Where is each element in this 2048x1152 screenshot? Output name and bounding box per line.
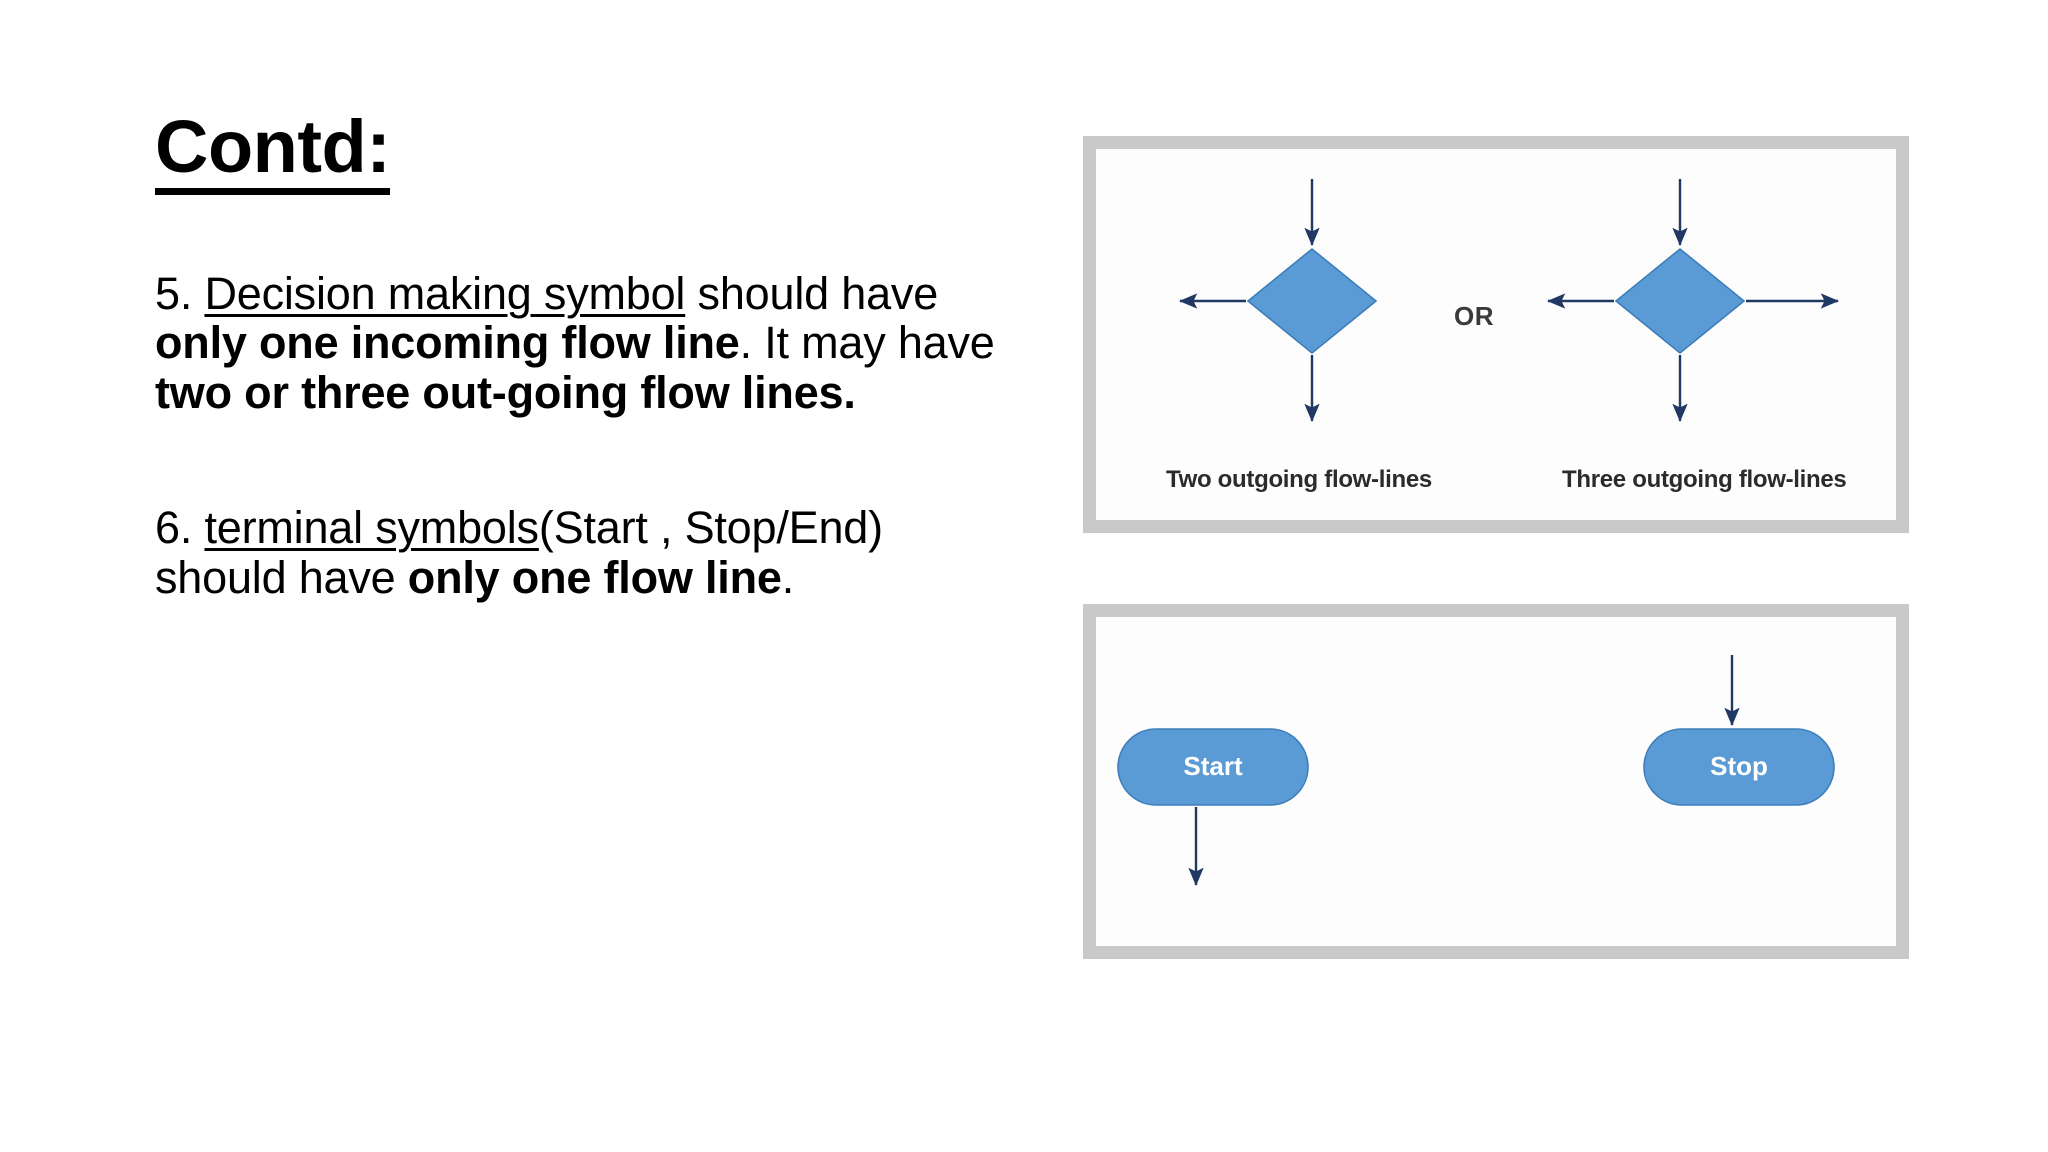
stop-terminal-example: Stop	[1643, 655, 1835, 806]
stop-terminal-label: Stop	[1710, 751, 1768, 781]
list-item-6: 6. terminal symbols(Start , Stop/End) sh…	[155, 503, 1025, 602]
caption-three-outgoing: Three outgoing flow-lines	[1562, 466, 1847, 493]
terminal-figure-inner: Start Stop	[1096, 617, 1896, 946]
item-5-number: 5.	[155, 267, 193, 319]
page-title-text: Contd:	[155, 108, 391, 195]
item-6-text-after-term: (Start , Stop/End) should have	[155, 502, 883, 603]
item-5-text-mid: . It may have	[739, 317, 995, 369]
page-title: Contd:	[155, 108, 391, 195]
decision-figure-inner: OR Two outgoing flow-lines Three outgoin…	[1096, 149, 1896, 520]
item-5-text-after-term: should have	[685, 267, 939, 319]
item-5-underlined-term: Decision making symbol	[204, 267, 686, 319]
start-terminal-example: Start	[1117, 728, 1309, 886]
item-6-number: 6.	[155, 502, 193, 554]
decision-symbol-diagram	[1179, 179, 1839, 422]
item-6-text-mid: .	[781, 551, 795, 603]
stop-terminal-shape	[1643, 728, 1835, 806]
start-terminal-shape	[1117, 728, 1309, 806]
caption-two-outgoing: Two outgoing flow-lines	[1166, 466, 1432, 493]
decision-left-example	[1179, 179, 1378, 422]
text-column: Contd: 5. Decision making symbol should …	[155, 108, 1025, 602]
list-item-5: 5. Decision making symbol should have on…	[155, 267, 1025, 418]
terminal-symbol-diagram: Start Stop	[1117, 655, 1835, 886]
decision-diamond-left	[1246, 247, 1378, 355]
decision-symbol-figure-panel: OR Two outgoing flow-lines Three outgoin…	[1083, 136, 1909, 533]
item-5-bold-2: two or three out-going flow lines.	[155, 366, 856, 418]
item-6-bold-1: only one flow line	[407, 551, 782, 603]
decision-diamond-right	[1614, 247, 1746, 355]
item-6-underlined-term: terminal symbols	[204, 502, 539, 554]
item-5-bold-1: only one incoming flow line	[155, 317, 740, 369]
or-label: OR	[1454, 301, 1494, 331]
start-terminal-label: Start	[1183, 751, 1243, 781]
terminal-symbol-figure-panel: Start Stop	[1083, 604, 1909, 959]
decision-right-example	[1547, 179, 1839, 422]
